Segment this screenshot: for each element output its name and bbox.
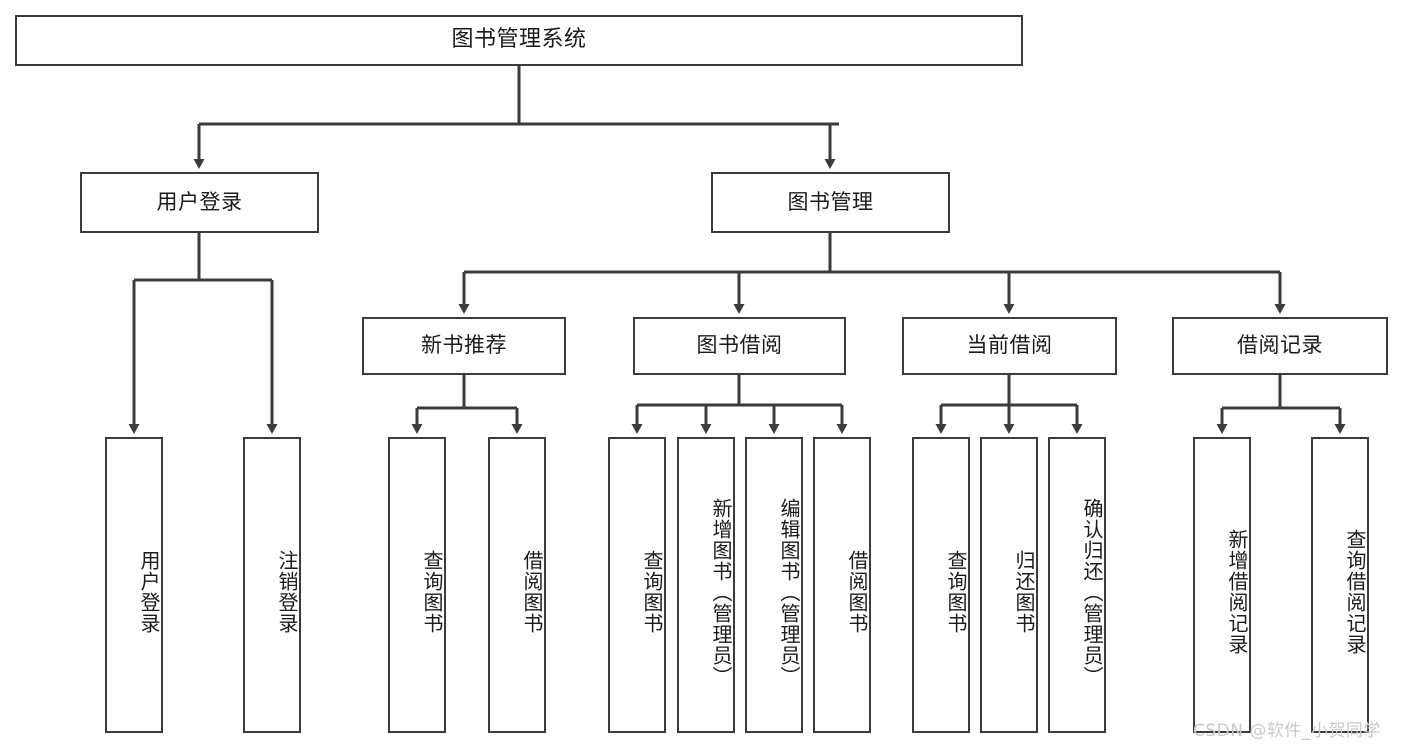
node-label: 用户登录 (156, 189, 243, 214)
node-book-management[interactable]: 图书管理 (711, 172, 950, 233)
node-borrow-records[interactable]: 借阅记录 (1172, 317, 1388, 375)
leaf-borrow-book[interactable]: 借阅图书 (813, 437, 871, 733)
node-label: 注销登录 (275, 550, 299, 634)
node-label: 新书推荐 (421, 333, 507, 358)
node-label: 查询借阅记录 (1343, 529, 1367, 655)
node-label: 查询图书 (640, 550, 664, 634)
node-label: 新增图书（管理员） (709, 497, 733, 687)
node-book-borrow[interactable]: 图书借阅 (633, 317, 846, 375)
node-label: 用户登录 (137, 550, 161, 634)
leaf-add-book-admin[interactable]: 新增图书（管理员） (677, 437, 735, 733)
node-label: 图书借阅 (696, 333, 783, 358)
node-new-book-recommend[interactable]: 新书推荐 (362, 317, 566, 375)
node-label: 查询图书 (420, 550, 444, 634)
node-root-book-system[interactable]: 图书管理系统 (15, 15, 1023, 66)
leaf-edit-book-admin[interactable]: 编辑图书（管理员） (745, 437, 803, 733)
node-label: 图书管理 (787, 189, 874, 214)
node-label: 查询图书 (944, 550, 968, 634)
node-label: 新增借阅记录 (1225, 529, 1249, 655)
csdn-watermark: CSDN @软件_小贺同学 (1193, 721, 1381, 741)
leaf-confirm-return-admin[interactable]: 确认归还（管理员） (1048, 437, 1106, 733)
leaf-user-login[interactable]: 用户登录 (105, 437, 163, 733)
node-label: 编辑图书（管理员） (777, 497, 801, 687)
node-user-login[interactable]: 用户登录 (80, 172, 319, 233)
node-current-borrow[interactable]: 当前借阅 (902, 317, 1117, 375)
leaf-return-book[interactable]: 归还图书 (980, 437, 1038, 733)
node-label: 借阅记录 (1237, 333, 1323, 358)
node-label: 当前借阅 (966, 333, 1053, 358)
leaf-add-borrow-record[interactable]: 新增借阅记录 (1193, 437, 1251, 733)
leaf-query-book-borrow[interactable]: 查询图书 (608, 437, 666, 733)
leaf-borrow-book-new[interactable]: 借阅图书 (488, 437, 546, 733)
leaf-query-borrow-record[interactable]: 查询借阅记录 (1311, 437, 1369, 733)
node-label: 确认归还（管理员） (1080, 497, 1104, 687)
node-label: 图书管理系统 (451, 27, 587, 53)
node-label: 归还图书 (1012, 550, 1036, 634)
node-label: 借阅图书 (845, 550, 869, 634)
leaf-query-book-current[interactable]: 查询图书 (912, 437, 970, 733)
node-label: 借阅图书 (520, 550, 544, 634)
leaf-query-book-new[interactable]: 查询图书 (388, 437, 446, 733)
leaf-logout[interactable]: 注销登录 (243, 437, 301, 733)
